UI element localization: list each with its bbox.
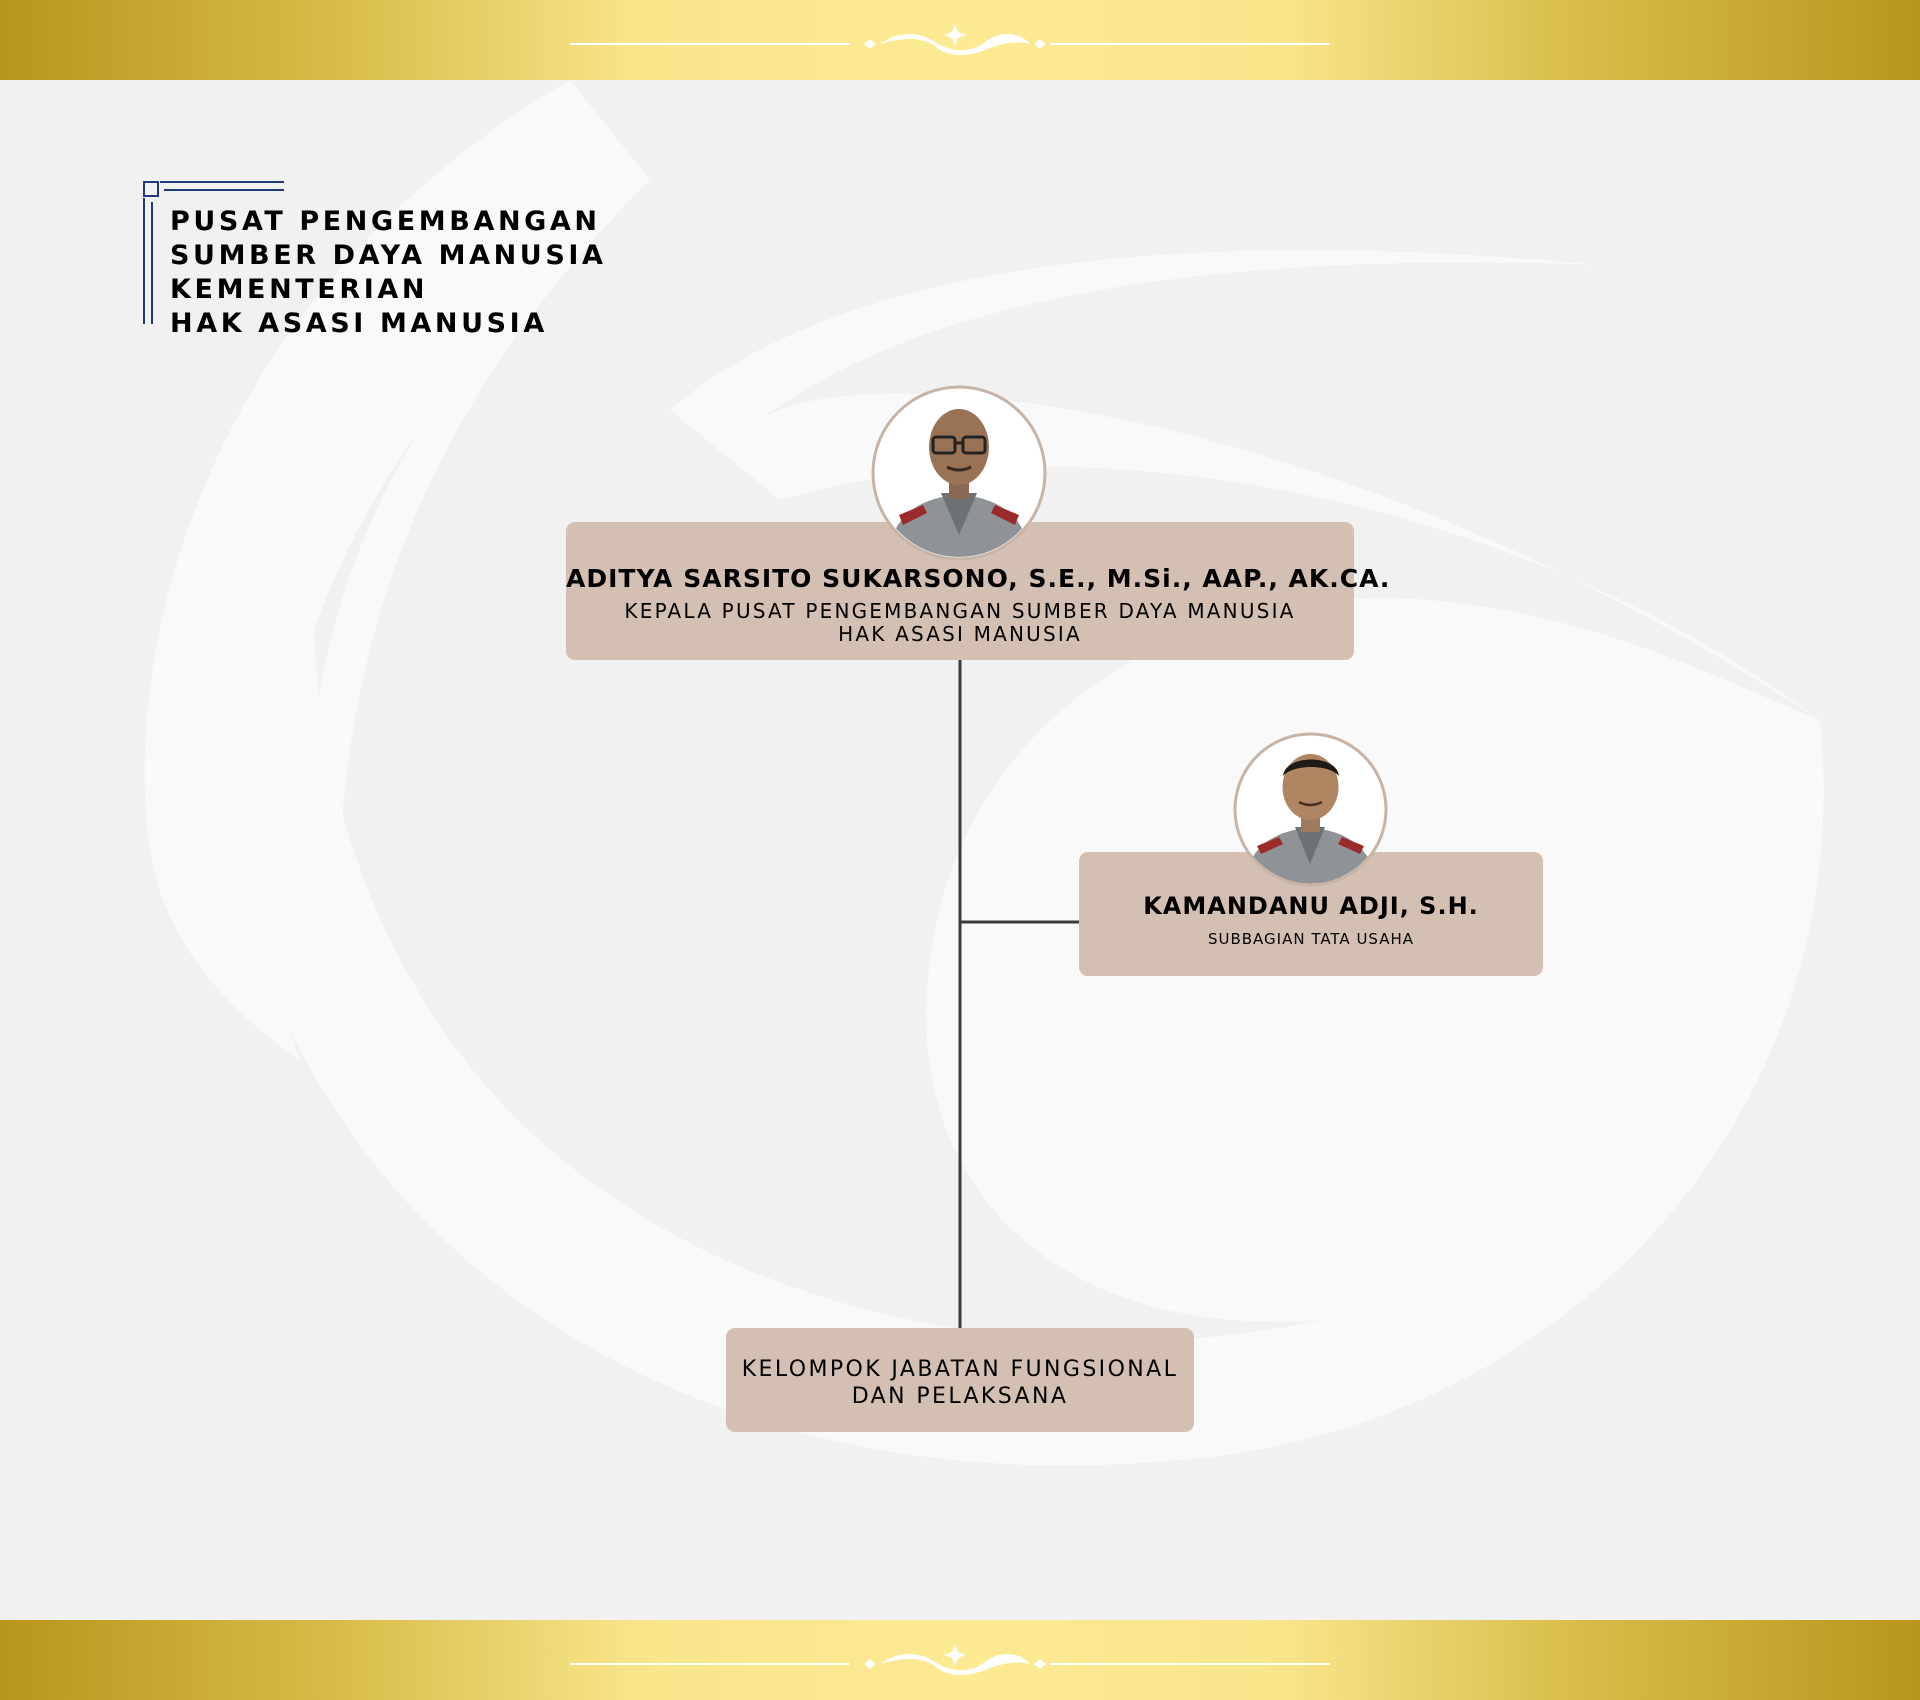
ornament-divider-icon — [570, 1644, 1330, 1675]
head-role-line: KEPALA PUSAT PENGEMBANGAN SUMBER DAYA MA… — [624, 599, 1296, 623]
title-line: KEMENTERIAN — [170, 274, 429, 305]
functional-group-line: DAN PELAKSANA — [851, 1384, 1069, 1409]
head-role: KEPALA PUSAT PENGEMBANGAN SUMBER DAYA MA… — [566, 600, 1354, 646]
functional-group-line: KELOMPOK JABATAN FUNGSIONAL — [741, 1357, 1179, 1382]
person-photo-icon — [871, 385, 1047, 561]
title-line: PUSAT PENGEMBANGAN — [170, 206, 601, 237]
title-line: SUMBER DAYA MANUSIA — [170, 240, 607, 271]
person-photo-icon — [1233, 732, 1388, 887]
title-line: HAK ASASI MANUSIA — [170, 308, 548, 339]
corner-frame-icon — [143, 181, 284, 324]
subsection-name: KAMANDANU ADJI, S.H. — [1143, 892, 1479, 920]
background-swirl — [144, 80, 1824, 1466]
avatar — [871, 385, 1047, 561]
top-gold-border — [0, 0, 1920, 80]
ornament-divider-icon — [570, 24, 1330, 55]
org-node-functional-group: KELOMPOK JABATAN FUNGSIONAL DAN PELAKSAN… — [726, 1328, 1194, 1432]
page-title: PUSAT PENGEMBANGAN SUMBER DAYA MANUSIA K… — [170, 205, 607, 341]
subsection-role: SUBBAGIAN TATA USAHA — [1207, 930, 1415, 948]
avatar — [1233, 732, 1388, 887]
functional-group-label: KELOMPOK JABATAN FUNGSIONAL DAN PELAKSAN… — [726, 1356, 1194, 1410]
bottom-gold-border — [0, 1620, 1920, 1700]
head-name: ADITYA SARSITO SUKARSONO, S.E., M.Si., A… — [566, 564, 1391, 593]
head-role-line: HAK ASASI MANUSIA — [838, 622, 1082, 646]
